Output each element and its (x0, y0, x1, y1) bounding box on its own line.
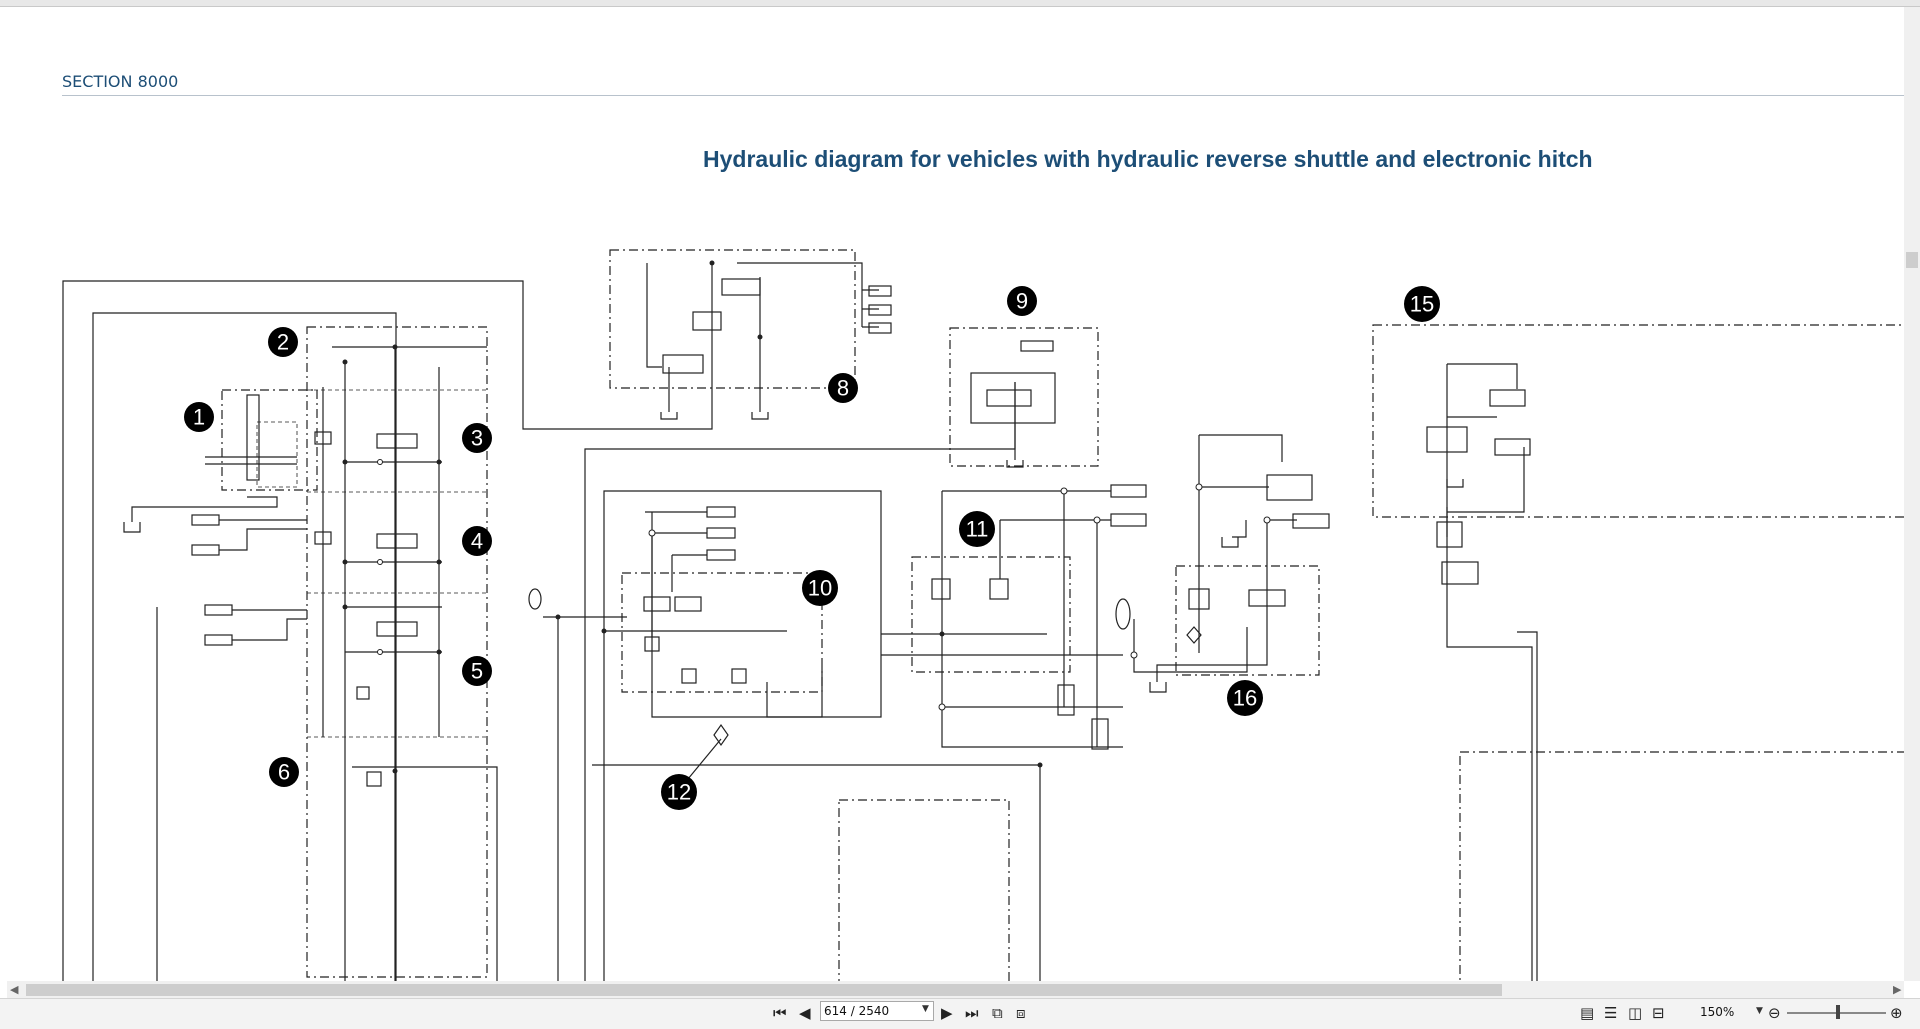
zoom-in-icon[interactable]: ⊕ (1890, 1004, 1903, 1022)
section-label: SECTION 8000 (62, 72, 179, 91)
last-page-icon[interactable]: ⏭ (965, 1004, 979, 1022)
svg-text:8: 8 (837, 376, 849, 401)
callout-4: 4 (462, 526, 492, 556)
page-number-field[interactable] (820, 1001, 934, 1021)
svg-text:12: 12 (667, 780, 691, 805)
next-page-icon[interactable]: ▶ (941, 1004, 953, 1022)
svg-text:16: 16 (1233, 686, 1257, 711)
svg-text:4: 4 (471, 529, 483, 554)
valve-blocks (246, 278, 1479, 787)
first-page-icon[interactable]: ⏮ (773, 1004, 787, 1022)
zoom-slider-thumb[interactable] (1836, 1005, 1840, 1019)
split-view-icon[interactable]: ⊟ (1652, 1004, 1665, 1022)
callout-15: 15 (1404, 286, 1440, 322)
page-indicator: 614 / 2540 (824, 1004, 890, 1018)
fit-width-icon[interactable]: ⧈ (1016, 1004, 1026, 1022)
callout-10: 10 (802, 570, 838, 606)
header-rule (62, 95, 1904, 96)
callout-badges: 1 2 3 4 5 6 8 9 10 11 12 15 16 (184, 286, 1440, 810)
svg-text:10: 10 (808, 576, 832, 601)
svg-text:5: 5 (471, 659, 483, 684)
page-title: Hydraulic diagram for vehicles with hydr… (703, 146, 1593, 172)
scroll-right-icon[interactable]: ▶ (1893, 983, 1902, 996)
callout-11: 11 (959, 511, 995, 547)
chevron-down-icon[interactable]: ▼ (922, 1004, 929, 1014)
cylinders (191, 285, 1531, 646)
svg-text:3: 3 (471, 426, 483, 451)
callout-16: 16 (1227, 680, 1263, 716)
previous-page-icon[interactable]: ◀ (799, 1004, 811, 1022)
svg-text:11: 11 (966, 517, 989, 542)
svg-text:2: 2 (277, 330, 289, 355)
chevron-down-icon[interactable]: ▼ (1756, 1006, 1763, 1016)
svg-text:6: 6 (278, 760, 290, 785)
callout-6: 6 (269, 757, 299, 787)
tank-symbols (123, 412, 1464, 693)
callout-8: 8 (828, 373, 858, 403)
zoom-level[interactable]: 150% (1700, 1005, 1735, 1019)
horizontal-scrollbar-thumb[interactable] (26, 984, 1502, 996)
single-page-view-icon[interactable]: ▤ (1580, 1004, 1595, 1022)
zoom-out-icon[interactable]: ⊖ (1768, 1004, 1781, 1022)
junction-dots (342, 260, 1043, 774)
viewer-toolbar (0, 998, 1920, 1029)
callout-5: 5 (462, 656, 492, 686)
window-top-edge (0, 0, 1920, 7)
callout-1: 1 (184, 402, 214, 432)
vertical-scrollbar-thumb[interactable] (1906, 252, 1918, 268)
callout-9: 9 (1007, 286, 1037, 316)
callout-12: 12 (661, 774, 697, 810)
callout-2: 2 (268, 327, 298, 357)
callout-3: 3 (462, 423, 492, 453)
scroll-left-icon[interactable]: ◀ (10, 983, 19, 996)
svg-text:9: 9 (1016, 289, 1028, 314)
fit-page-icon[interactable]: ⧉ (992, 1004, 1003, 1022)
hydraulic-schematic: 1 2 3 4 5 6 8 9 10 11 12 15 16 (62, 249, 1904, 981)
svg-text:15: 15 (1410, 292, 1434, 317)
document-page: SECTION 8000 Hydraulic diagram for vehic… (7, 7, 1904, 981)
vertical-scrollbar[interactable] (1904, 7, 1920, 981)
facing-view-icon[interactable]: ◫ (1628, 1004, 1643, 1022)
continuous-view-icon[interactable]: ☰ (1604, 1004, 1618, 1022)
component-boxes (221, 249, 1904, 981)
svg-text:1: 1 (193, 405, 205, 430)
